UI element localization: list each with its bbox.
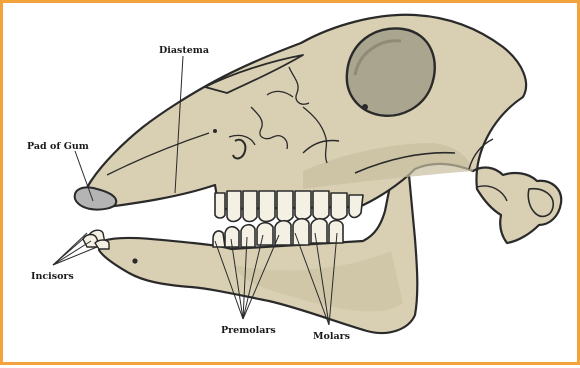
upper-tooth bbox=[227, 191, 241, 222]
eye-socket-foramen bbox=[362, 104, 368, 110]
upper-tooth bbox=[259, 191, 275, 222]
label-premolars: Premolars bbox=[221, 325, 276, 336]
label-diastema: Diastema bbox=[159, 45, 209, 56]
incisors-leader bbox=[53, 241, 91, 265]
upper-tooth bbox=[243, 191, 257, 222]
mental-foramen bbox=[132, 258, 137, 263]
upper-tooth bbox=[349, 195, 363, 218]
upper-tooth bbox=[331, 193, 347, 220]
lower-teeth bbox=[213, 219, 343, 247]
sheep-skull-diagram: Diastema Pad of Gum Incisors Premolars M… bbox=[3, 3, 580, 368]
label-incisors: Incisors bbox=[31, 271, 74, 282]
incisors-leader bbox=[53, 239, 83, 265]
lower-tooth bbox=[213, 231, 225, 247]
incisors-leader bbox=[53, 247, 97, 265]
upper-tooth bbox=[295, 191, 311, 220]
lower-tooth bbox=[275, 221, 291, 245]
upper-teeth bbox=[215, 191, 363, 222]
lower-tooth bbox=[257, 223, 273, 245]
label-molars: Molars bbox=[313, 331, 350, 342]
label-pad-of-gum: Pad of Gum bbox=[27, 141, 89, 152]
upper-tooth bbox=[313, 191, 329, 220]
nasal-foramen bbox=[213, 129, 217, 133]
lower-tooth bbox=[311, 219, 327, 243]
upper-tooth bbox=[215, 193, 225, 218]
lower-tooth bbox=[293, 219, 309, 245]
lower-tooth bbox=[241, 225, 255, 247]
upper-tooth bbox=[277, 191, 293, 222]
